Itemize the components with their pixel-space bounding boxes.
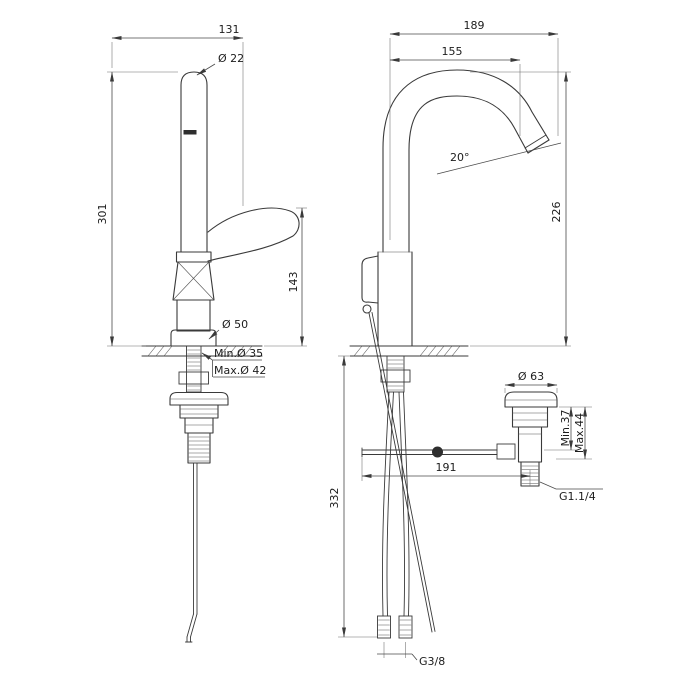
dim-waste-min: Min.37 (559, 409, 572, 446)
pop-up-waste-front (504, 391, 558, 487)
spout-body (180, 71, 208, 253)
dim-hole-max: Max.Ø 42 (214, 364, 266, 377)
dim-spout-reach: 155 (442, 45, 463, 58)
dim-spout-diameter: Ø 22 (218, 52, 244, 65)
linkage-rod (361, 443, 516, 460)
threaded-shank-front (386, 355, 405, 393)
dim-handle-height: 143 (287, 272, 300, 293)
dim-spout-height: 226 (550, 202, 563, 223)
dim-rod-length: 191 (436, 461, 457, 474)
dim-spout-angle: 20° (450, 151, 470, 164)
dim-overall-width: 131 (219, 23, 240, 36)
aerator-mark (183, 130, 197, 135)
ball-joint (432, 446, 443, 458)
escutcheon (170, 329, 217, 347)
side-view-dimensions: 131 Ø 22 301 143 Ø 50 Min.Ø 35 Max.Ø 42 (96, 23, 307, 378)
dim-total-height: 301 (96, 204, 109, 225)
dim-waste-diameter: Ø 63 (518, 370, 544, 383)
collar (175, 251, 212, 263)
handle-edge (361, 255, 379, 304)
deck-hatching (147, 345, 253, 357)
body-cone (172, 261, 215, 301)
dim-base-diameter: Ø 50 (222, 318, 248, 331)
lift-rod-knob (362, 304, 372, 314)
rod-connector (496, 443, 516, 460)
dim-below-deck-length: 332 (328, 488, 341, 509)
mounting-nut (178, 371, 209, 385)
threaded-shank (186, 345, 202, 393)
front-view: 189 155 20° 226 332 191 Ø 63 (328, 19, 603, 668)
dim-waste-max: Max.44 (573, 413, 586, 453)
hose-fittings (377, 615, 413, 639)
deck-hatching-front (353, 345, 461, 357)
front-view-dimensions: 189 155 20° 226 332 191 Ø 63 (328, 19, 603, 668)
dim-overall-reach: 189 (464, 19, 485, 32)
gooseneck-inner (408, 95, 529, 253)
base-cylinder (176, 299, 211, 332)
dim-waste-thread: G1.1/4 (559, 490, 596, 503)
pull-rod (368, 311, 436, 633)
dim-hole-min: Min.Ø 35 (214, 347, 263, 360)
lever-handle (207, 207, 300, 262)
spout-mouth (527, 139, 550, 154)
waste-rod (185, 462, 198, 643)
pop-up-waste-side (169, 391, 229, 643)
dim-supply-thread: G3/8 (419, 655, 445, 668)
gooseneck-outer (382, 69, 550, 253)
supply-hoses (382, 391, 410, 617)
side-view: 131 Ø 22 301 143 Ø 50 Min.Ø 35 Max.Ø 42 (96, 23, 307, 643)
